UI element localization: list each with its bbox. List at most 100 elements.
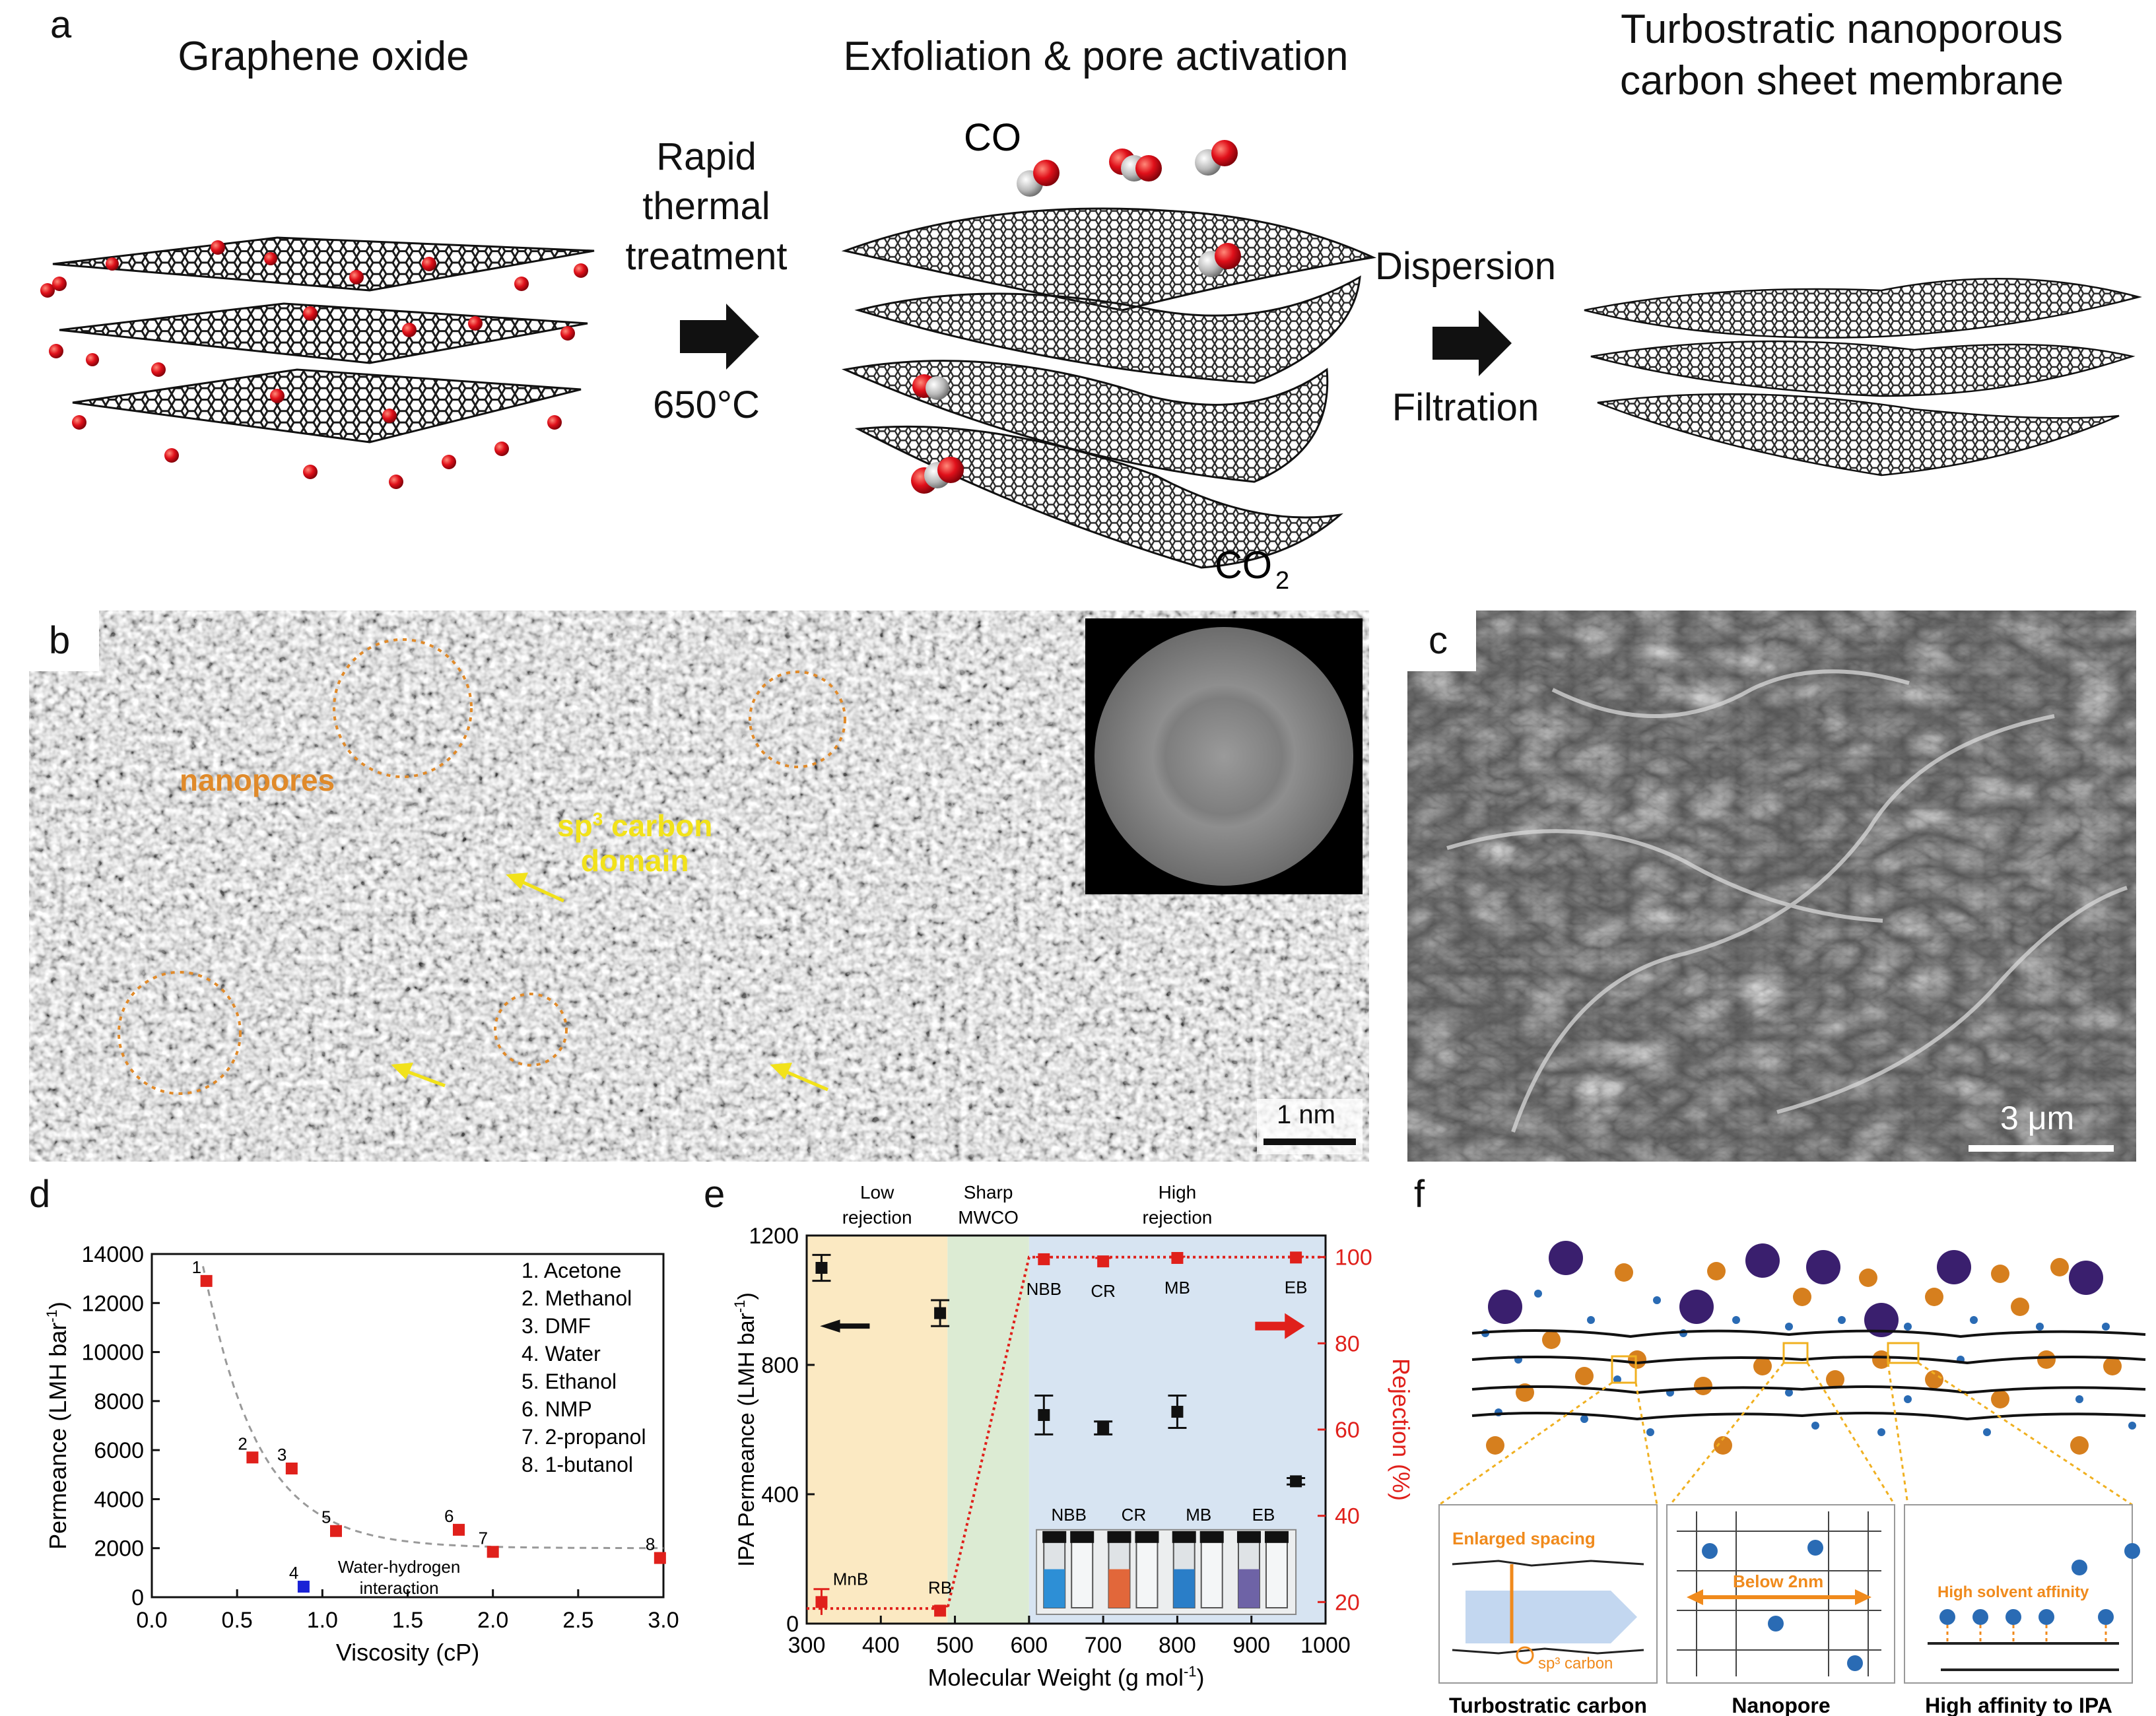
data-point <box>330 1525 342 1537</box>
permeance-point <box>815 1262 828 1274</box>
region-label: rejection <box>1143 1207 1213 1228</box>
y2-tick-label: 100 <box>1335 1245 1372 1270</box>
arrow-1-icon <box>680 304 759 370</box>
step1-temperature: 650°C <box>653 383 760 426</box>
sem-scale-label: 3 μm <box>2000 1100 2075 1137</box>
caption-affinity: High affinity to IPA <box>1925 1694 2112 1716</box>
vial-permeate <box>1135 1536 1159 1608</box>
point-label: 7 <box>479 1528 488 1548</box>
rejection-point <box>1171 1251 1184 1264</box>
panel-letter-f: f <box>1414 1173 1425 1216</box>
vial-cap <box>1135 1531 1159 1543</box>
point-label: 6 <box>444 1506 454 1526</box>
vial-cap <box>1172 1531 1196 1543</box>
panel-letter-b: b <box>49 619 71 662</box>
right-arrow-icon <box>1255 1313 1305 1339</box>
y2-tick-label: 40 <box>1335 1504 1360 1529</box>
title-membrane-line2: carbon sheet membrane <box>1619 57 2064 104</box>
y-tick-label: 6000 <box>94 1438 144 1463</box>
step2-filtration: Filtration <box>1392 386 1539 429</box>
y-tick-label: 2000 <box>94 1536 144 1562</box>
panel-c: c 3 μm <box>1407 610 2136 1162</box>
vial-feed-liquid <box>1238 1569 1260 1608</box>
tem-scale-label: 1 nm <box>1277 1100 1335 1129</box>
caption-nanopore: Nanopore <box>1732 1694 1830 1716</box>
y-tick-label: 800 <box>761 1353 799 1378</box>
tem-image <box>29 610 1369 1162</box>
x-tick-label: 900 <box>1232 1633 1270 1658</box>
annotation-line2: interaction <box>360 1578 439 1598</box>
region-label: Low <box>860 1182 894 1203</box>
y-tick-label: 8000 <box>94 1389 144 1414</box>
vial-cap <box>1107 1531 1131 1543</box>
y2-tick-label: 20 <box>1335 1590 1360 1615</box>
region-band <box>947 1236 1029 1624</box>
permeance-point <box>1171 1406 1184 1418</box>
membrane-sheets <box>1584 277 2142 477</box>
label-co2: CO <box>1215 544 1272 587</box>
region-label: rejection <box>842 1207 912 1228</box>
step-thermal-treatment: Rapid thermal treatment <box>607 132 805 281</box>
solute-particles <box>1486 1241 2122 1455</box>
left-arrow-icon <box>820 1319 870 1333</box>
nanopores-label: nanopores <box>180 763 335 797</box>
arrow-2-icon <box>1432 310 1512 376</box>
x-tick-label: 3.0 <box>648 1608 679 1633</box>
vial-cap <box>1236 1531 1261 1543</box>
data-point <box>297 1581 310 1593</box>
dye-label: MnB <box>833 1569 868 1589</box>
label-co: CO <box>964 116 1021 159</box>
title-graphene-oxide: Graphene oxide <box>178 34 469 79</box>
legend-item: 4. Water <box>522 1342 601 1366</box>
vial-feed-liquid <box>1044 1569 1065 1608</box>
x-tick-label: 2.5 <box>562 1608 593 1633</box>
inset2-label: Below 2nm <box>1733 1571 1823 1591</box>
vial-permeate <box>1071 1536 1094 1608</box>
vial-label: NBB <box>1051 1505 1086 1525</box>
inset1-label: Enlarged spacing <box>1452 1529 1596 1548</box>
step1-line3: treatment <box>625 234 788 278</box>
legend-item: 1. Acetone <box>522 1259 621 1282</box>
gas-molecules <box>911 140 1241 494</box>
x-tick-label: 0.0 <box>136 1608 167 1633</box>
sp3-sup: 3 <box>592 808 603 830</box>
region-label: High <box>1159 1182 1197 1203</box>
dye-label: NBB <box>1027 1279 1061 1299</box>
vial-cap <box>1070 1531 1095 1543</box>
legend-item: 6. NMP <box>522 1397 592 1421</box>
rejection-point <box>1038 1253 1050 1265</box>
x-axis-label: Molecular Weight (g mol-1) <box>927 1663 1204 1691</box>
legend-item: 8. 1-butanol <box>522 1453 633 1476</box>
point-label: 3 <box>277 1445 286 1465</box>
legend-item: 5. Ethanol <box>522 1370 617 1393</box>
panel-letter-c: c <box>1429 619 1448 662</box>
y-tick-label: 0 <box>131 1585 144 1610</box>
y-tick-label: 400 <box>761 1482 799 1507</box>
region-label: Sharp <box>964 1182 1013 1203</box>
fit-curve <box>202 1266 663 1550</box>
region-label: MWCO <box>958 1207 1019 1228</box>
rejection-point <box>1097 1255 1110 1268</box>
dye-label: RB <box>928 1577 952 1597</box>
point-label: 1 <box>192 1257 201 1277</box>
permeance-point <box>934 1307 947 1319</box>
rejection-point <box>1290 1251 1302 1264</box>
point-label: 8 <box>646 1534 655 1554</box>
point-label: 2 <box>238 1434 247 1453</box>
title-exfoliation: Exfoliation & pore activation <box>843 34 1349 79</box>
x-tick-label: 2.0 <box>477 1608 508 1633</box>
sem-image <box>1407 610 2136 1162</box>
annotation-line1: Water-hydrogen <box>338 1557 460 1577</box>
y-tick-label: 0 <box>786 1612 799 1637</box>
inset-affinity <box>1904 1504 2133 1684</box>
y-axis-label: IPA Permeance (LMH bar-1) <box>731 1292 759 1567</box>
panel-a-illustration: CO CO 2 <box>40 116 2142 594</box>
x-tick-label: 300 <box>788 1633 826 1658</box>
vial-label: CR <box>1122 1505 1147 1525</box>
point-label: 4 <box>289 1563 298 1583</box>
panel-letter-d: d <box>29 1173 51 1216</box>
rejection-point <box>934 1604 947 1617</box>
x-tick-label: 0.5 <box>222 1608 253 1633</box>
